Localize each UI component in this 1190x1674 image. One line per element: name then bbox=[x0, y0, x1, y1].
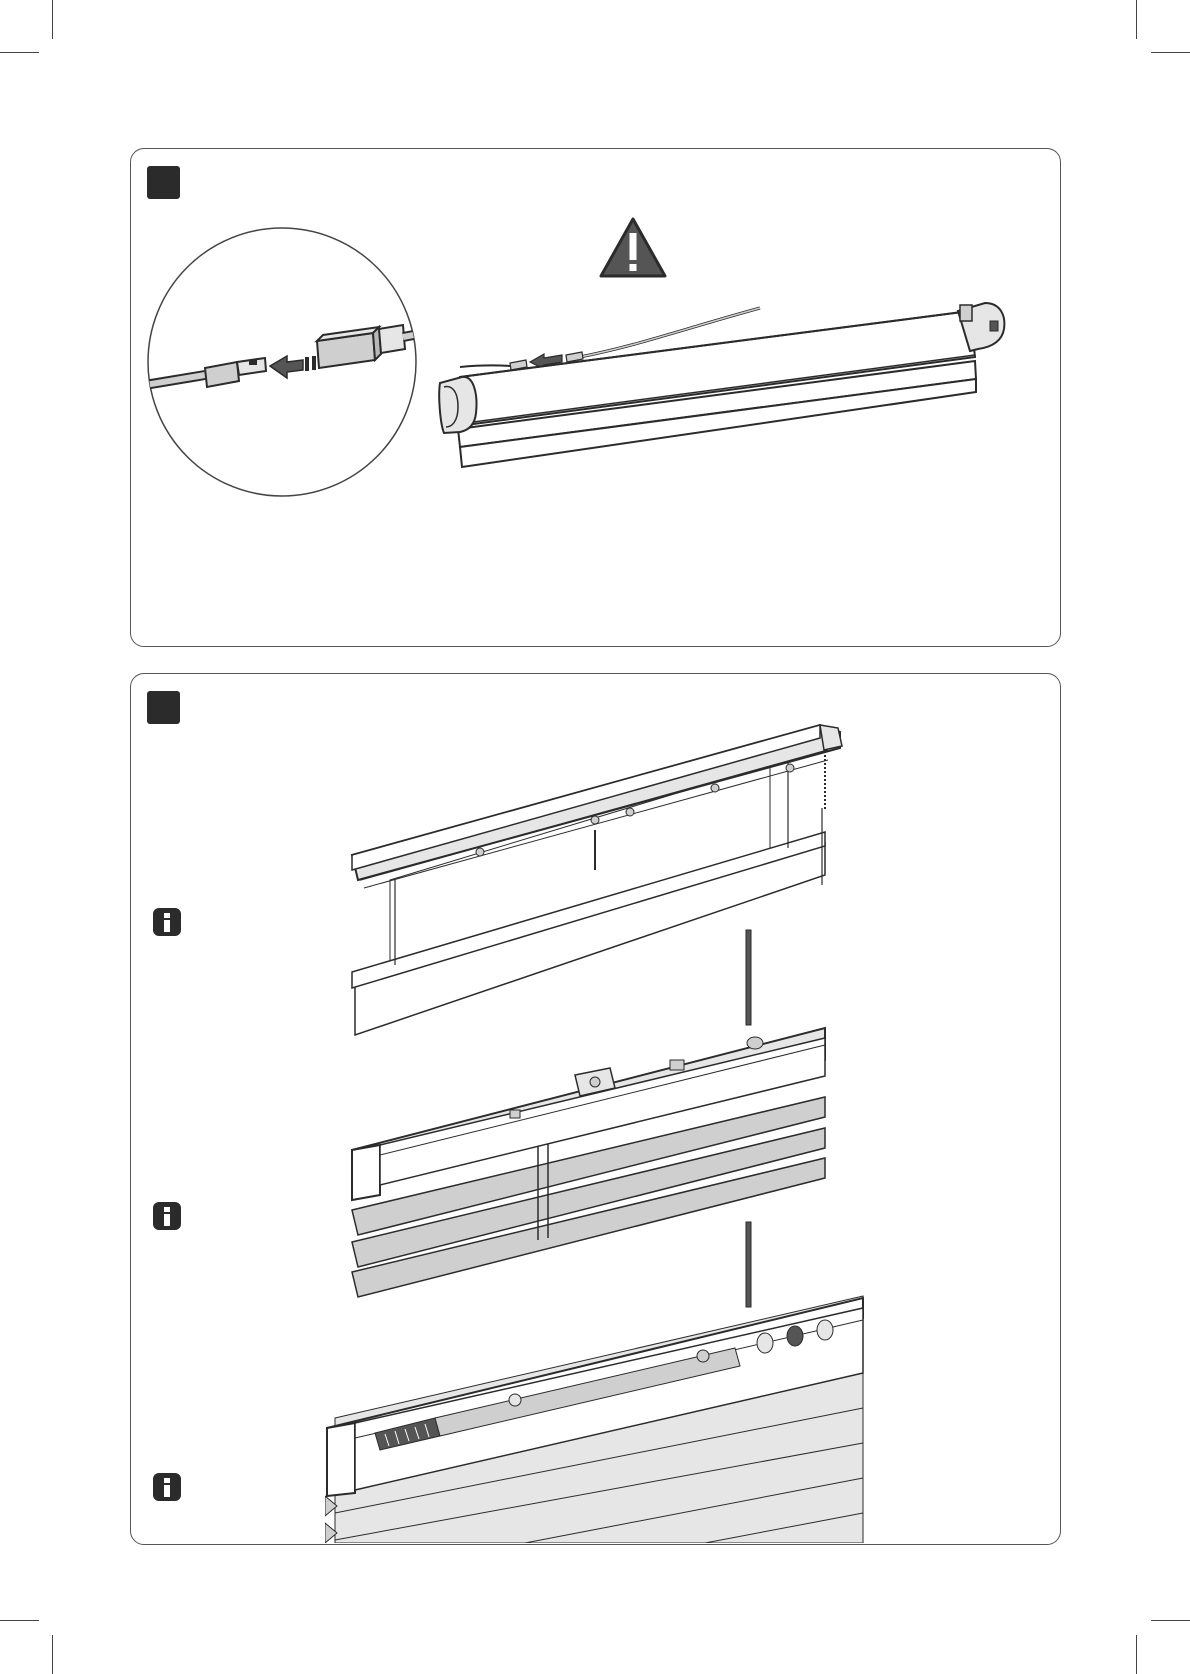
headrail-roller-illustration bbox=[350, 720, 850, 1040]
step-number-marker bbox=[147, 691, 180, 724]
info-icon bbox=[152, 907, 182, 937]
trim-mark bbox=[52, 1635, 53, 1674]
trim-mark bbox=[0, 1620, 39, 1621]
step-number-marker bbox=[147, 166, 180, 199]
warning-triangle-icon bbox=[598, 216, 668, 279]
trim-mark bbox=[1136, 0, 1137, 39]
trim-mark bbox=[1151, 1620, 1190, 1621]
trim-mark bbox=[0, 52, 39, 53]
info-icon bbox=[152, 1472, 182, 1502]
connector-detail-illustration bbox=[145, 225, 420, 500]
info-icon bbox=[152, 1201, 182, 1231]
trim-mark bbox=[1136, 1635, 1137, 1674]
trim-mark bbox=[1151, 52, 1190, 53]
pleated-blind-illustration bbox=[325, 1278, 865, 1543]
roller-blind-illustration bbox=[430, 295, 1010, 475]
trim-mark bbox=[52, 0, 53, 39]
venetian-blind-illustration bbox=[350, 1010, 830, 1300]
